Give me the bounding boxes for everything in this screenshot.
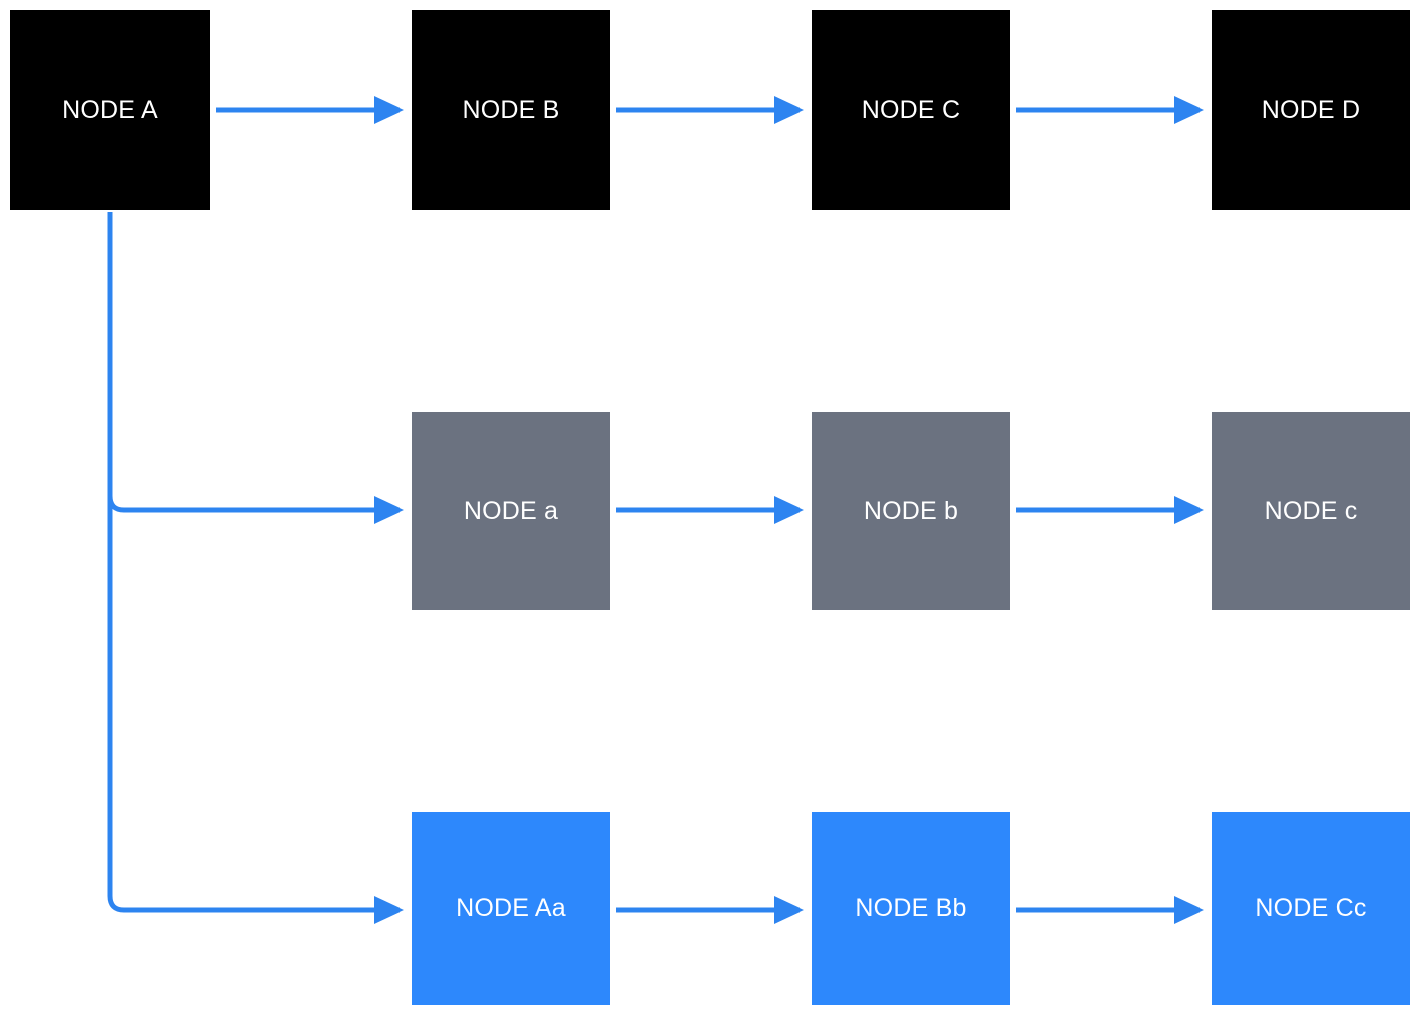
node-a-lower[interactable]: NODE a [412, 412, 610, 610]
node-bb-label: NODE Bb [855, 894, 967, 922]
node-c-label: NODE C [861, 95, 961, 124]
node-a-lower-label: NODE a [463, 496, 559, 525]
edge-node-a-to-node-a-lower [107, 212, 405, 524]
node-d-label: NODE D [1261, 95, 1361, 124]
node-d[interactable]: NODE D [1212, 10, 1410, 210]
node-cc-label: NODE Cc [1255, 894, 1367, 922]
node-bb[interactable]: NODE Bb [812, 812, 1010, 1005]
node-c-lower-label: NODE c [1264, 496, 1358, 525]
node-aa[interactable]: NODE Aa [412, 812, 610, 1005]
node-b-lower-label: NODE b [863, 496, 959, 525]
node-c-lower[interactable]: NODE c [1212, 412, 1410, 610]
node-b[interactable]: NODE B [412, 10, 610, 210]
node-b-label: NODE B [462, 95, 560, 124]
node-a-label: NODE A [62, 95, 158, 124]
edge-node-a-to-node-aa [107, 212, 405, 924]
node-b-lower[interactable]: NODE b [812, 412, 1010, 610]
node-a[interactable]: NODE A [10, 10, 210, 210]
node-c[interactable]: NODE C [812, 10, 1010, 210]
node-aa-label: NODE Aa [456, 894, 566, 922]
node-cc[interactable]: NODE Cc [1212, 812, 1410, 1005]
